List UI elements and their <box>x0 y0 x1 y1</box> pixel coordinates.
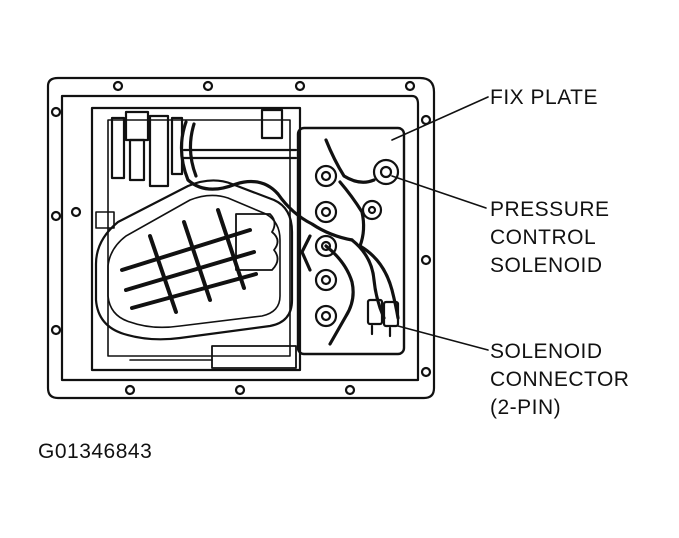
valve-body-frame <box>90 106 302 372</box>
label-fix-plate: FIX PLATE <box>490 86 598 109</box>
fix-plate <box>296 126 406 356</box>
leader-lines <box>391 96 489 351</box>
leader-fix-plate <box>391 96 489 141</box>
bottom-bracket <box>211 345 297 369</box>
strainer-cutout <box>235 213 279 271</box>
strainer-grid <box>120 208 258 314</box>
wiring-harness <box>179 120 400 346</box>
oil-strainer-inner <box>107 194 281 329</box>
valve-body-inner <box>107 119 291 357</box>
leader-solenoid-connector <box>397 325 489 351</box>
shift-solenoids <box>314 164 338 328</box>
leader-pressure-control-solenoid <box>391 175 487 209</box>
oil-pan-outer-flange <box>46 76 436 400</box>
valve-spools <box>110 108 298 188</box>
pressure-control-solenoid <box>361 158 400 221</box>
figure-id: G01346843 <box>38 440 153 463</box>
oil-strainer <box>94 179 294 341</box>
left-boss <box>95 211 115 229</box>
label-solenoid-connector: SOLENOID CONNECTOR (2-PIN) <box>490 340 630 419</box>
oil-pan-inner-flange <box>60 94 420 382</box>
label-pressure-control-solenoid: PRESSURE CONTROL SOLENOID <box>490 198 610 277</box>
solenoid-connector-2pin <box>366 298 400 338</box>
